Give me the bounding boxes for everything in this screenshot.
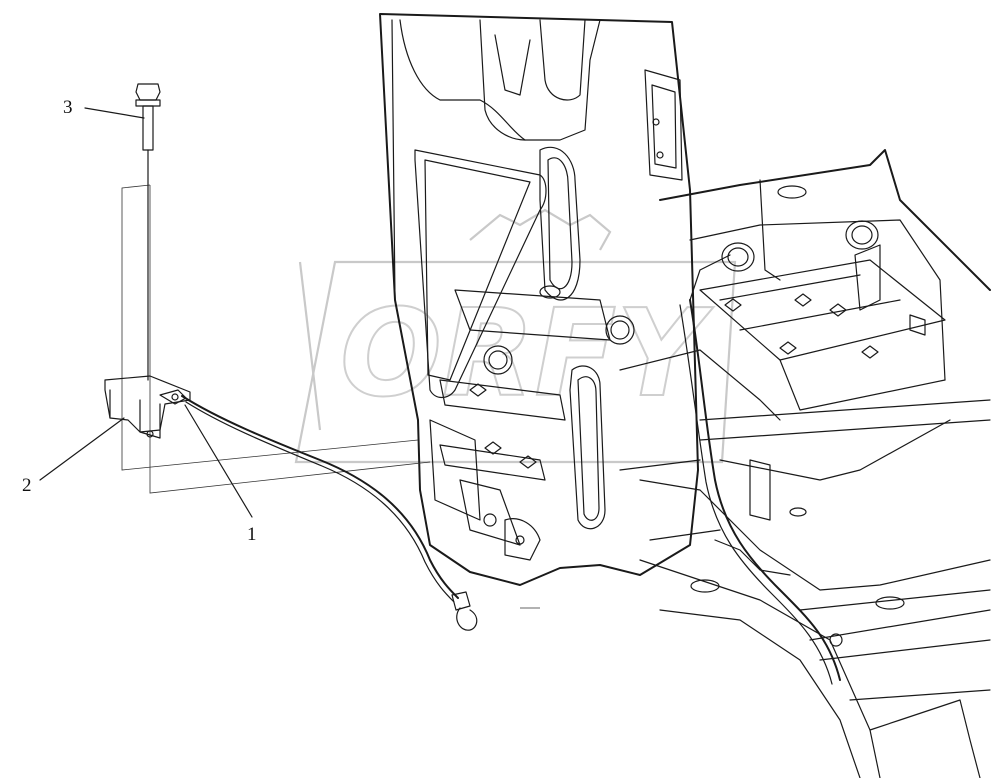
callout-2: 2 [22,475,32,496]
watermark-text: ORFY [340,285,714,424]
bolt-part [135,83,161,381]
watermark-logo: ORFY [294,208,737,464]
leader-lines [39,107,253,518]
wire-harness [619,254,843,685]
bracket-part [104,375,191,439]
cab-side-panel [379,13,699,609]
ground-cable-part [181,395,478,631]
callout-1: 1 [247,524,257,545]
callout-3: 3 [63,97,73,118]
leader-line-2 [39,417,125,481]
leader-line-3 [84,107,145,119]
fastener-clips [469,293,879,469]
leader-line-1 [184,404,253,518]
cab-floor-frame [619,149,991,778]
